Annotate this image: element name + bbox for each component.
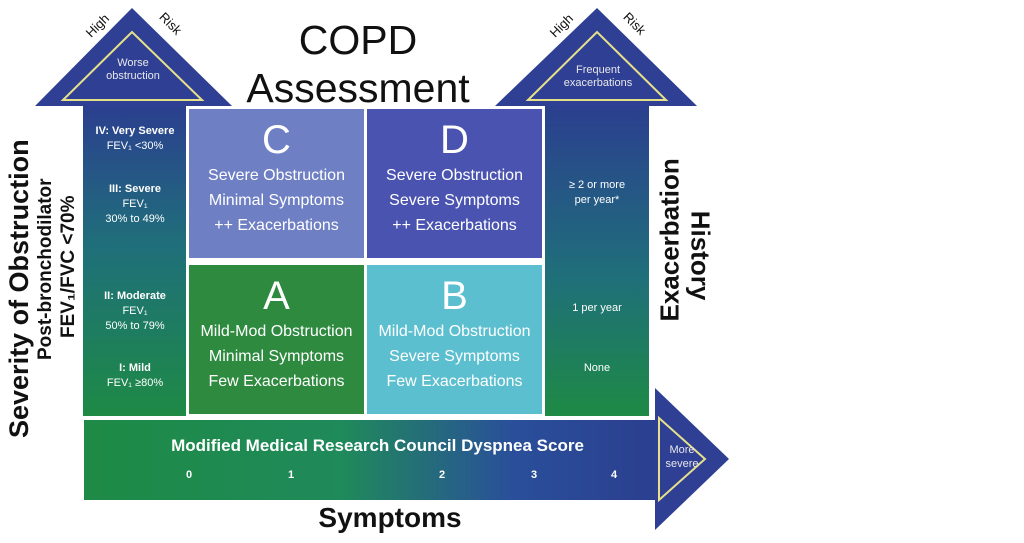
left-arrow-note: Worse obstruction bbox=[96, 57, 170, 83]
right-arrow-note-line-2: exacerbations bbox=[563, 77, 633, 89]
quadrant-line: Severe Symptoms bbox=[389, 192, 520, 209]
dyspnea-tick-1: 1 bbox=[287, 469, 295, 481]
quadrant-c: C Severe Obstruction Minimal Symptoms ++… bbox=[189, 109, 364, 258]
quadrant-line: ++ Exacerbations bbox=[392, 217, 517, 234]
exacerbation-axis-title-2: History bbox=[685, 210, 716, 301]
gold-grade-1: I: Mild FEV₁ ≥80% bbox=[86, 361, 184, 391]
exacerbation-level-line: per year* bbox=[574, 194, 620, 206]
quadrant-line: ++ Exacerbations bbox=[214, 217, 339, 234]
quadrant-line: Minimal Symptoms bbox=[208, 348, 345, 365]
gold-grade-line: 50% to 79% bbox=[105, 320, 165, 332]
gold-grade-3: III: Severe FEV₁ 30% to 49% bbox=[86, 182, 184, 227]
quadrant-letter: D bbox=[440, 118, 469, 162]
gold-grade-line: 30% to 49% bbox=[105, 213, 165, 225]
gold-grade-line: FEV₁ bbox=[122, 198, 148, 210]
dyspnea-tick-2: 2 bbox=[438, 469, 446, 481]
severity-axis-title: Severity of Obstruction bbox=[4, 139, 34, 438]
dyspnea-tick-0: 0 bbox=[185, 469, 193, 481]
severity-axis-subtitle-2: FEV₁/FVC <70% bbox=[58, 195, 79, 339]
quadrant-letter: C bbox=[262, 118, 291, 162]
bottom-arrow-note: More severe bbox=[660, 443, 704, 471]
quadrant-line: Few Exacerbations bbox=[208, 373, 345, 390]
gold-grade-line: FEV₁ bbox=[122, 305, 148, 317]
dyspnea-tick-4: 4 bbox=[610, 469, 618, 481]
bottom-arrow-note-line-2: severe bbox=[665, 458, 699, 470]
bottom-arrowhead bbox=[655, 388, 729, 530]
right-arrow-note-line-1: Frequent bbox=[575, 64, 621, 76]
left-severity-column bbox=[83, 106, 186, 416]
quadrant-line: Severe Symptoms bbox=[389, 348, 520, 365]
left-arrow-note-line-1: Worse bbox=[117, 57, 149, 69]
right-risk-arrowhead bbox=[495, 8, 697, 106]
bottom-arrowhead-inner-triangle bbox=[658, 415, 707, 503]
quadrant-line: Severe Obstruction bbox=[386, 167, 523, 184]
gold-grade-2: II: Moderate FEV₁ 50% to 79% bbox=[86, 289, 184, 334]
right-exacerbation-column bbox=[545, 106, 649, 416]
severity-axis-subtitle-1: Post-bronchodilator bbox=[35, 178, 56, 360]
quadrant-b: B Mild-Mod Obstruction Severe Symptoms F… bbox=[367, 265, 542, 414]
symptoms-axis-title: Symptoms bbox=[318, 502, 462, 533]
quadrant-a: A Mild-Mod Obstruction Minimal Symptoms … bbox=[189, 265, 364, 414]
bottom-arrow-note-line-1: More bbox=[669, 444, 695, 456]
quadrant-line: Mild-Mod Obstruction bbox=[378, 323, 531, 340]
quadrant-letter: A bbox=[263, 274, 290, 318]
quadrant-line: Severe Obstruction bbox=[208, 167, 345, 184]
gold-grade-name: II: Moderate bbox=[104, 290, 166, 302]
left-arrowhead-inner-triangle bbox=[60, 30, 205, 101]
diagram-title: COPD Assessment bbox=[236, 16, 480, 112]
quadrant-line: Minimal Symptoms bbox=[208, 192, 345, 209]
gold-grade-name: III: Severe bbox=[109, 183, 161, 195]
quadrant-letter: B bbox=[441, 274, 468, 318]
bottom-dyspnea-bar bbox=[84, 420, 655, 500]
exacerbation-level-line: ≥ 2 or more bbox=[568, 179, 626, 191]
gold-grade-4: IV: Very Severe FEV₁ <30% bbox=[86, 124, 184, 154]
exacerbation-level-one: 1 per year bbox=[548, 301, 646, 316]
dyspnea-tick-3: 3 bbox=[530, 469, 538, 481]
quadrant-d: D Severe Obstruction Severe Symptoms ++ … bbox=[367, 109, 542, 258]
gold-grade-line: FEV₁ ≥80% bbox=[106, 377, 164, 389]
exacerbation-level-line: None bbox=[583, 362, 611, 374]
gold-grade-line: FEV₁ <30% bbox=[106, 140, 164, 152]
dyspnea-score-title: Modified Medical Research Council Dyspne… bbox=[171, 436, 584, 455]
title-line-2: Assessment bbox=[246, 65, 470, 111]
exacerbation-level-line: 1 per year bbox=[572, 302, 622, 314]
gold-grade-name: I: Mild bbox=[119, 362, 151, 374]
gold-grade-name: IV: Very Severe bbox=[95, 125, 175, 137]
quadrant-line: Few Exacerbations bbox=[386, 373, 523, 390]
exacerbation-level-high: ≥ 2 or more per year* bbox=[548, 178, 646, 208]
exacerbation-axis-title-1: Exacerbation bbox=[654, 158, 685, 322]
quadrant-line: Mild-Mod Obstruction bbox=[200, 323, 353, 340]
exacerbation-level-none: None bbox=[548, 361, 646, 376]
right-arrow-note: Frequent exacerbations bbox=[556, 64, 640, 90]
left-arrow-note-line-2: obstruction bbox=[106, 70, 160, 82]
title-line-1: COPD bbox=[298, 17, 418, 63]
right-arrowhead-inner-triangle bbox=[525, 30, 669, 101]
